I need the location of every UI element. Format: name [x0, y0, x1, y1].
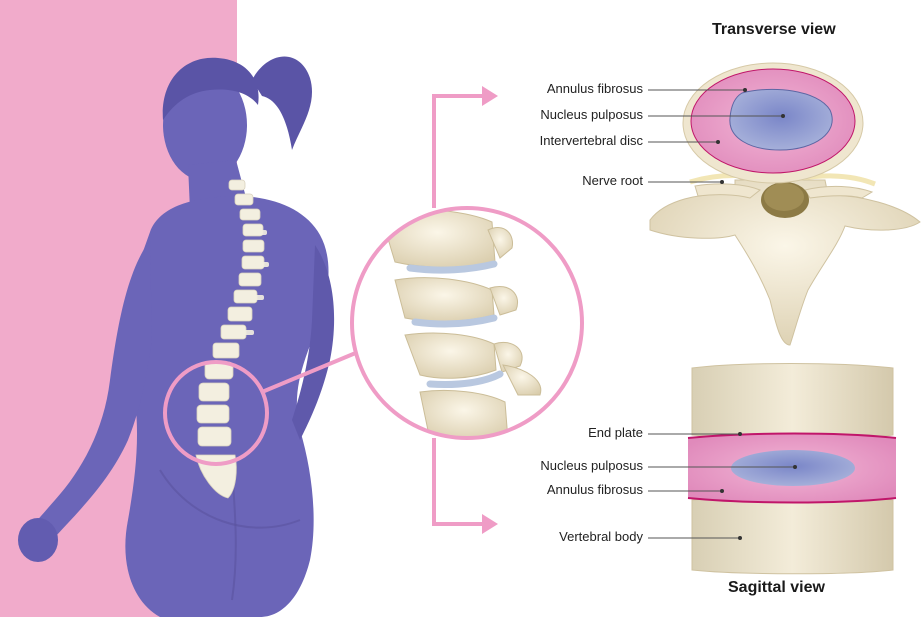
arrow-head-bottom: [482, 514, 498, 534]
label-annulus-fibrosus-sagittal: Annulus fibrosus: [547, 482, 643, 497]
label-nucleus-pulposus-sagittal: Nucleus pulposus: [540, 458, 643, 473]
label-intervertebral-disc: Intervertebral disc: [540, 133, 643, 148]
label-end-plate: End plate: [588, 425, 643, 440]
label-annulus-fibrosus-transverse: Annulus fibrosus: [547, 81, 643, 96]
label-nerve-root: Nerve root: [582, 173, 643, 188]
transverse-vertebra: [650, 63, 920, 345]
label-vertebral-body: Vertebral body: [559, 529, 643, 544]
zoom-circle: [352, 208, 582, 440]
arrow-head-top: [482, 86, 498, 106]
sagittal-disc: [688, 364, 896, 574]
label-nucleus-pulposus-transverse: Nucleus pulposus: [540, 107, 643, 122]
sagittal-view-title: Sagittal view: [728, 579, 825, 597]
transverse-view-title: Transverse view: [712, 21, 836, 39]
